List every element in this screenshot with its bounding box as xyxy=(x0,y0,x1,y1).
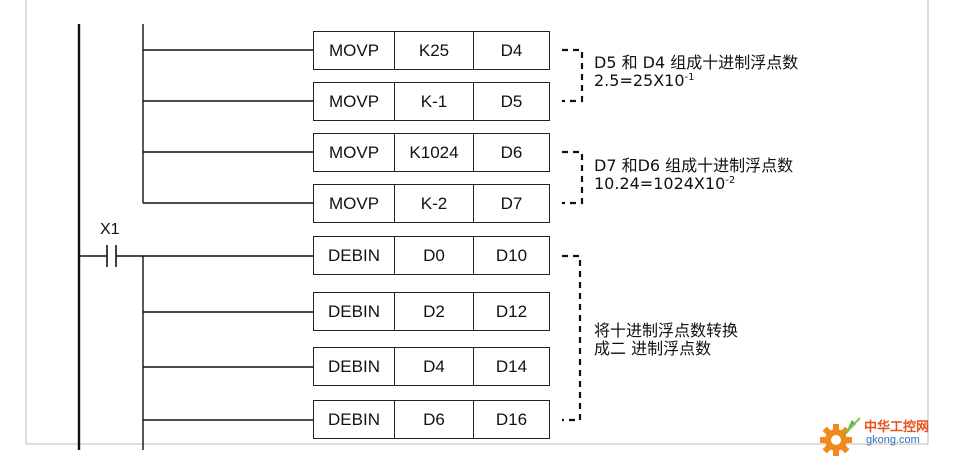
instruction-operand-a: K-1 xyxy=(394,83,473,120)
instruction-movp-4[interactable]: MOVP K-2 D7 xyxy=(313,184,550,223)
instruction-debin-4[interactable]: DEBIN D6 D16 xyxy=(313,400,550,439)
note-formula: 10.24=1024X10 xyxy=(594,174,726,193)
note-d5-d4: D5 和 D4 组成十进制浮点数 2.5=25X10-1 xyxy=(594,54,798,90)
bracket-3 xyxy=(562,254,582,422)
note-line2: 2.5=25X10-1 xyxy=(594,72,798,90)
instruction-debin-3[interactable]: DEBIN D4 D14 xyxy=(313,347,550,386)
note-convert: 将十进制浮点数转换 成二 进制浮点数 xyxy=(594,322,738,358)
instruction-operand-a: K-2 xyxy=(394,185,473,222)
instruction-debin-1[interactable]: DEBIN D0 D10 xyxy=(313,236,550,275)
watermark-url: gkong.com xyxy=(866,434,920,446)
instruction-operand-b: D16 xyxy=(473,401,549,438)
gear-icon xyxy=(820,417,861,456)
instruction-operand-b: D10 xyxy=(473,237,549,274)
instruction-op: MOVP xyxy=(328,193,380,213)
note-line1: D5 和 D4 组成十进制浮点数 xyxy=(594,53,799,72)
note-line2: 10.24=1024X10-2 xyxy=(594,175,793,193)
instruction-operand-a: K1024 xyxy=(394,134,473,171)
bracket-2 xyxy=(562,150,584,205)
instruction-operand-b: D12 xyxy=(473,293,549,330)
note-line1: 将十进制浮点数转换 xyxy=(594,321,739,340)
note-exponent: -2 xyxy=(725,175,736,186)
watermark-logo: 中华工控网 gkong.com xyxy=(814,414,938,460)
watermark-name: 中华工控网 xyxy=(864,420,930,435)
instruction-operand-b: D4 xyxy=(473,32,549,69)
instruction-op: MOVP xyxy=(328,40,380,60)
instruction-op: DEBIN xyxy=(328,245,380,265)
instruction-debin-2[interactable]: DEBIN D2 D12 xyxy=(313,292,550,331)
instruction-operand-b: D5 xyxy=(473,83,549,120)
note-d7-d6: D7 和D6 组成十进制浮点数 10.24=1024X10-2 xyxy=(594,157,793,193)
instruction-op: MOVP xyxy=(328,91,380,111)
contact-x1-label: X1 xyxy=(100,221,120,238)
instruction-op: MOVP xyxy=(328,142,380,162)
note-exponent: -1 xyxy=(684,72,695,83)
instruction-op: DEBIN xyxy=(328,409,380,429)
instruction-operand-b: D14 xyxy=(473,348,549,385)
instruction-op: DEBIN xyxy=(328,356,380,376)
instruction-operand-a: D6 xyxy=(394,401,473,438)
instruction-operand-a: K25 xyxy=(394,32,473,69)
instruction-operand-b: D6 xyxy=(473,134,549,171)
note-formula: 2.5=25X10 xyxy=(594,71,685,90)
instruction-movp-2[interactable]: MOVP K-1 D5 xyxy=(313,82,550,121)
instruction-movp-3[interactable]: MOVP K1024 D6 xyxy=(313,133,550,172)
note-line2: 成二 进制浮点数 xyxy=(594,339,712,358)
instruction-op: DEBIN xyxy=(328,301,380,321)
instruction-movp-1[interactable]: MOVP K25 D4 xyxy=(313,31,550,70)
instruction-operand-a: D2 xyxy=(394,293,473,330)
instruction-operand-a: D0 xyxy=(394,237,473,274)
instruction-operand-b: D7 xyxy=(473,185,549,222)
note-line1: D7 和D6 组成十进制浮点数 xyxy=(594,156,794,175)
instruction-operand-a: D4 xyxy=(394,348,473,385)
bracket-1 xyxy=(562,48,584,103)
